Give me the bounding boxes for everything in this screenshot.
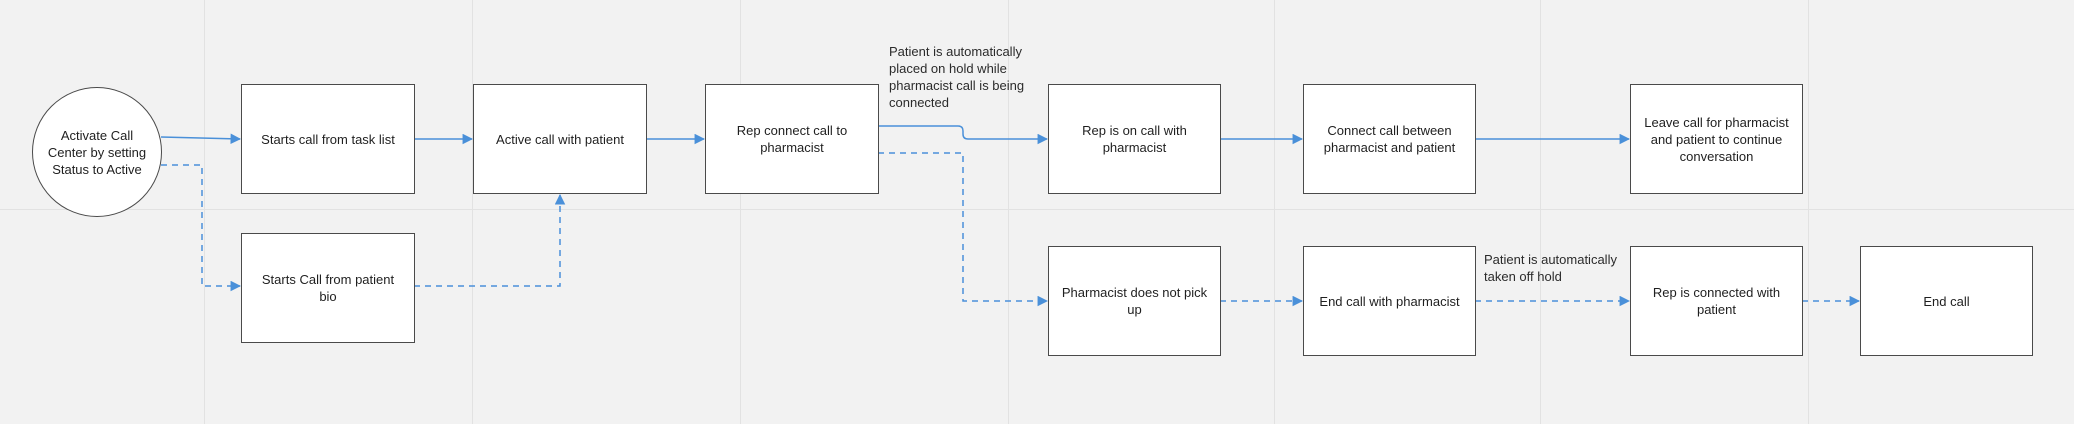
grid-line [1540,0,1541,424]
node-label: Starts call from task list [261,131,395,147]
connector-activate-to-patient-bio [161,164,242,292]
connector-rep-connect-to-on-call [878,125,1049,145]
node-starts-call-patient-bio[interactable]: Starts Call from patient bio [241,233,415,343]
node-rep-on-call-pharmacist[interactable]: Rep is on call with pharmacist [1048,84,1221,194]
node-end-call[interactable]: End call [1860,246,2033,356]
connector-rep-connect-to-no-pickup [878,152,1049,307]
node-activate-call-center[interactable]: Activate Call Center by setting Status t… [32,87,162,217]
node-label: Active call with patient [496,131,624,147]
node-pharmacist-no-pickup[interactable]: Pharmacist does not pick up [1048,246,1221,356]
grid-line [472,0,473,424]
grid-line [204,0,205,424]
grid-line [0,209,2074,210]
node-label: Leave call for pharmacist and patient to… [1644,114,1789,164]
node-label: Rep connect call to pharmacist [736,123,848,155]
note-patient-on-hold: Patient is automatically placed on hold … [889,44,1025,110]
node-label: Starts Call from patient bio [261,272,395,304]
node-label: End call [1923,293,1970,309]
node-active-call-patient[interactable]: Active call with patient [473,84,647,194]
node-connect-pharmacist-patient[interactable]: Connect call between pharmacist and pati… [1303,84,1476,194]
connector-activate-to-task-list [160,133,242,145]
grid-line [740,0,741,424]
node-label: End call with pharmacist [1319,293,1460,309]
node-leave-call[interactable]: Leave call for pharmacist and patient to… [1630,84,1803,194]
note-patient-off-hold: Patient is automatically taken off hold [1484,252,1617,284]
node-label: Rep is on call with pharmacist [1082,123,1187,155]
node-starts-call-task-list[interactable]: Starts call from task list [241,84,415,194]
grid-line [1008,0,1009,424]
grid-line [1808,0,1809,424]
connector-patient-bio-to-active-call [414,193,566,287]
grid-line [1274,0,1275,424]
node-label: Connect call between pharmacist and pati… [1323,123,1456,155]
node-label: Pharmacist does not pick up [1061,285,1208,317]
node-rep-connect-pharmacist[interactable]: Rep connect call to pharmacist [705,84,879,194]
node-rep-connected-patient[interactable]: Rep is connected with patient [1630,246,1803,356]
node-label: Rep is connected with patient [1652,285,1781,317]
node-end-call-pharmacist[interactable]: End call with pharmacist [1303,246,1476,356]
node-label: Activate Call Center by setting Status t… [47,127,147,177]
